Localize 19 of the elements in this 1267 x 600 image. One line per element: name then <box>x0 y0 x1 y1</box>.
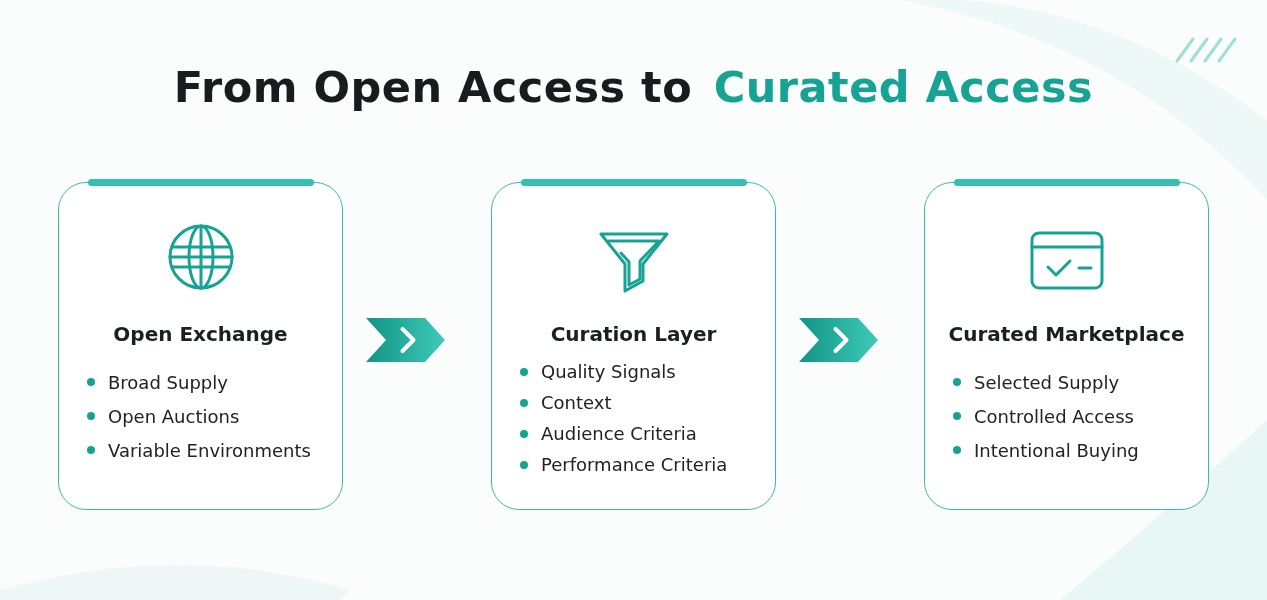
list-item: Broad Supply <box>108 371 228 393</box>
step-card <box>58 182 343 510</box>
step-card <box>924 182 1209 510</box>
list-item: Context <box>541 392 612 413</box>
list-item: Selected Supply <box>974 371 1120 393</box>
list-item: Controlled Access <box>974 405 1134 427</box>
step-card <box>491 182 776 510</box>
list-item: Performance Criteria <box>541 454 728 475</box>
card-heading: Curated Marketplace <box>948 322 1185 346</box>
chevron-arrow <box>799 318 878 362</box>
list-item: Open Auctions <box>108 405 240 427</box>
list-item: Intentional Buying <box>974 439 1139 461</box>
title: From Open Access to Curated Access <box>173 62 1094 112</box>
card-heading: Open Exchange <box>113 322 288 346</box>
chevron-arrow <box>366 318 445 362</box>
list-item: Quality Signals <box>541 361 676 382</box>
card-heading: Curation Layer <box>550 322 717 346</box>
list-item: Variable Environments <box>108 439 311 461</box>
list-item: Audience Criteria <box>541 423 697 444</box>
